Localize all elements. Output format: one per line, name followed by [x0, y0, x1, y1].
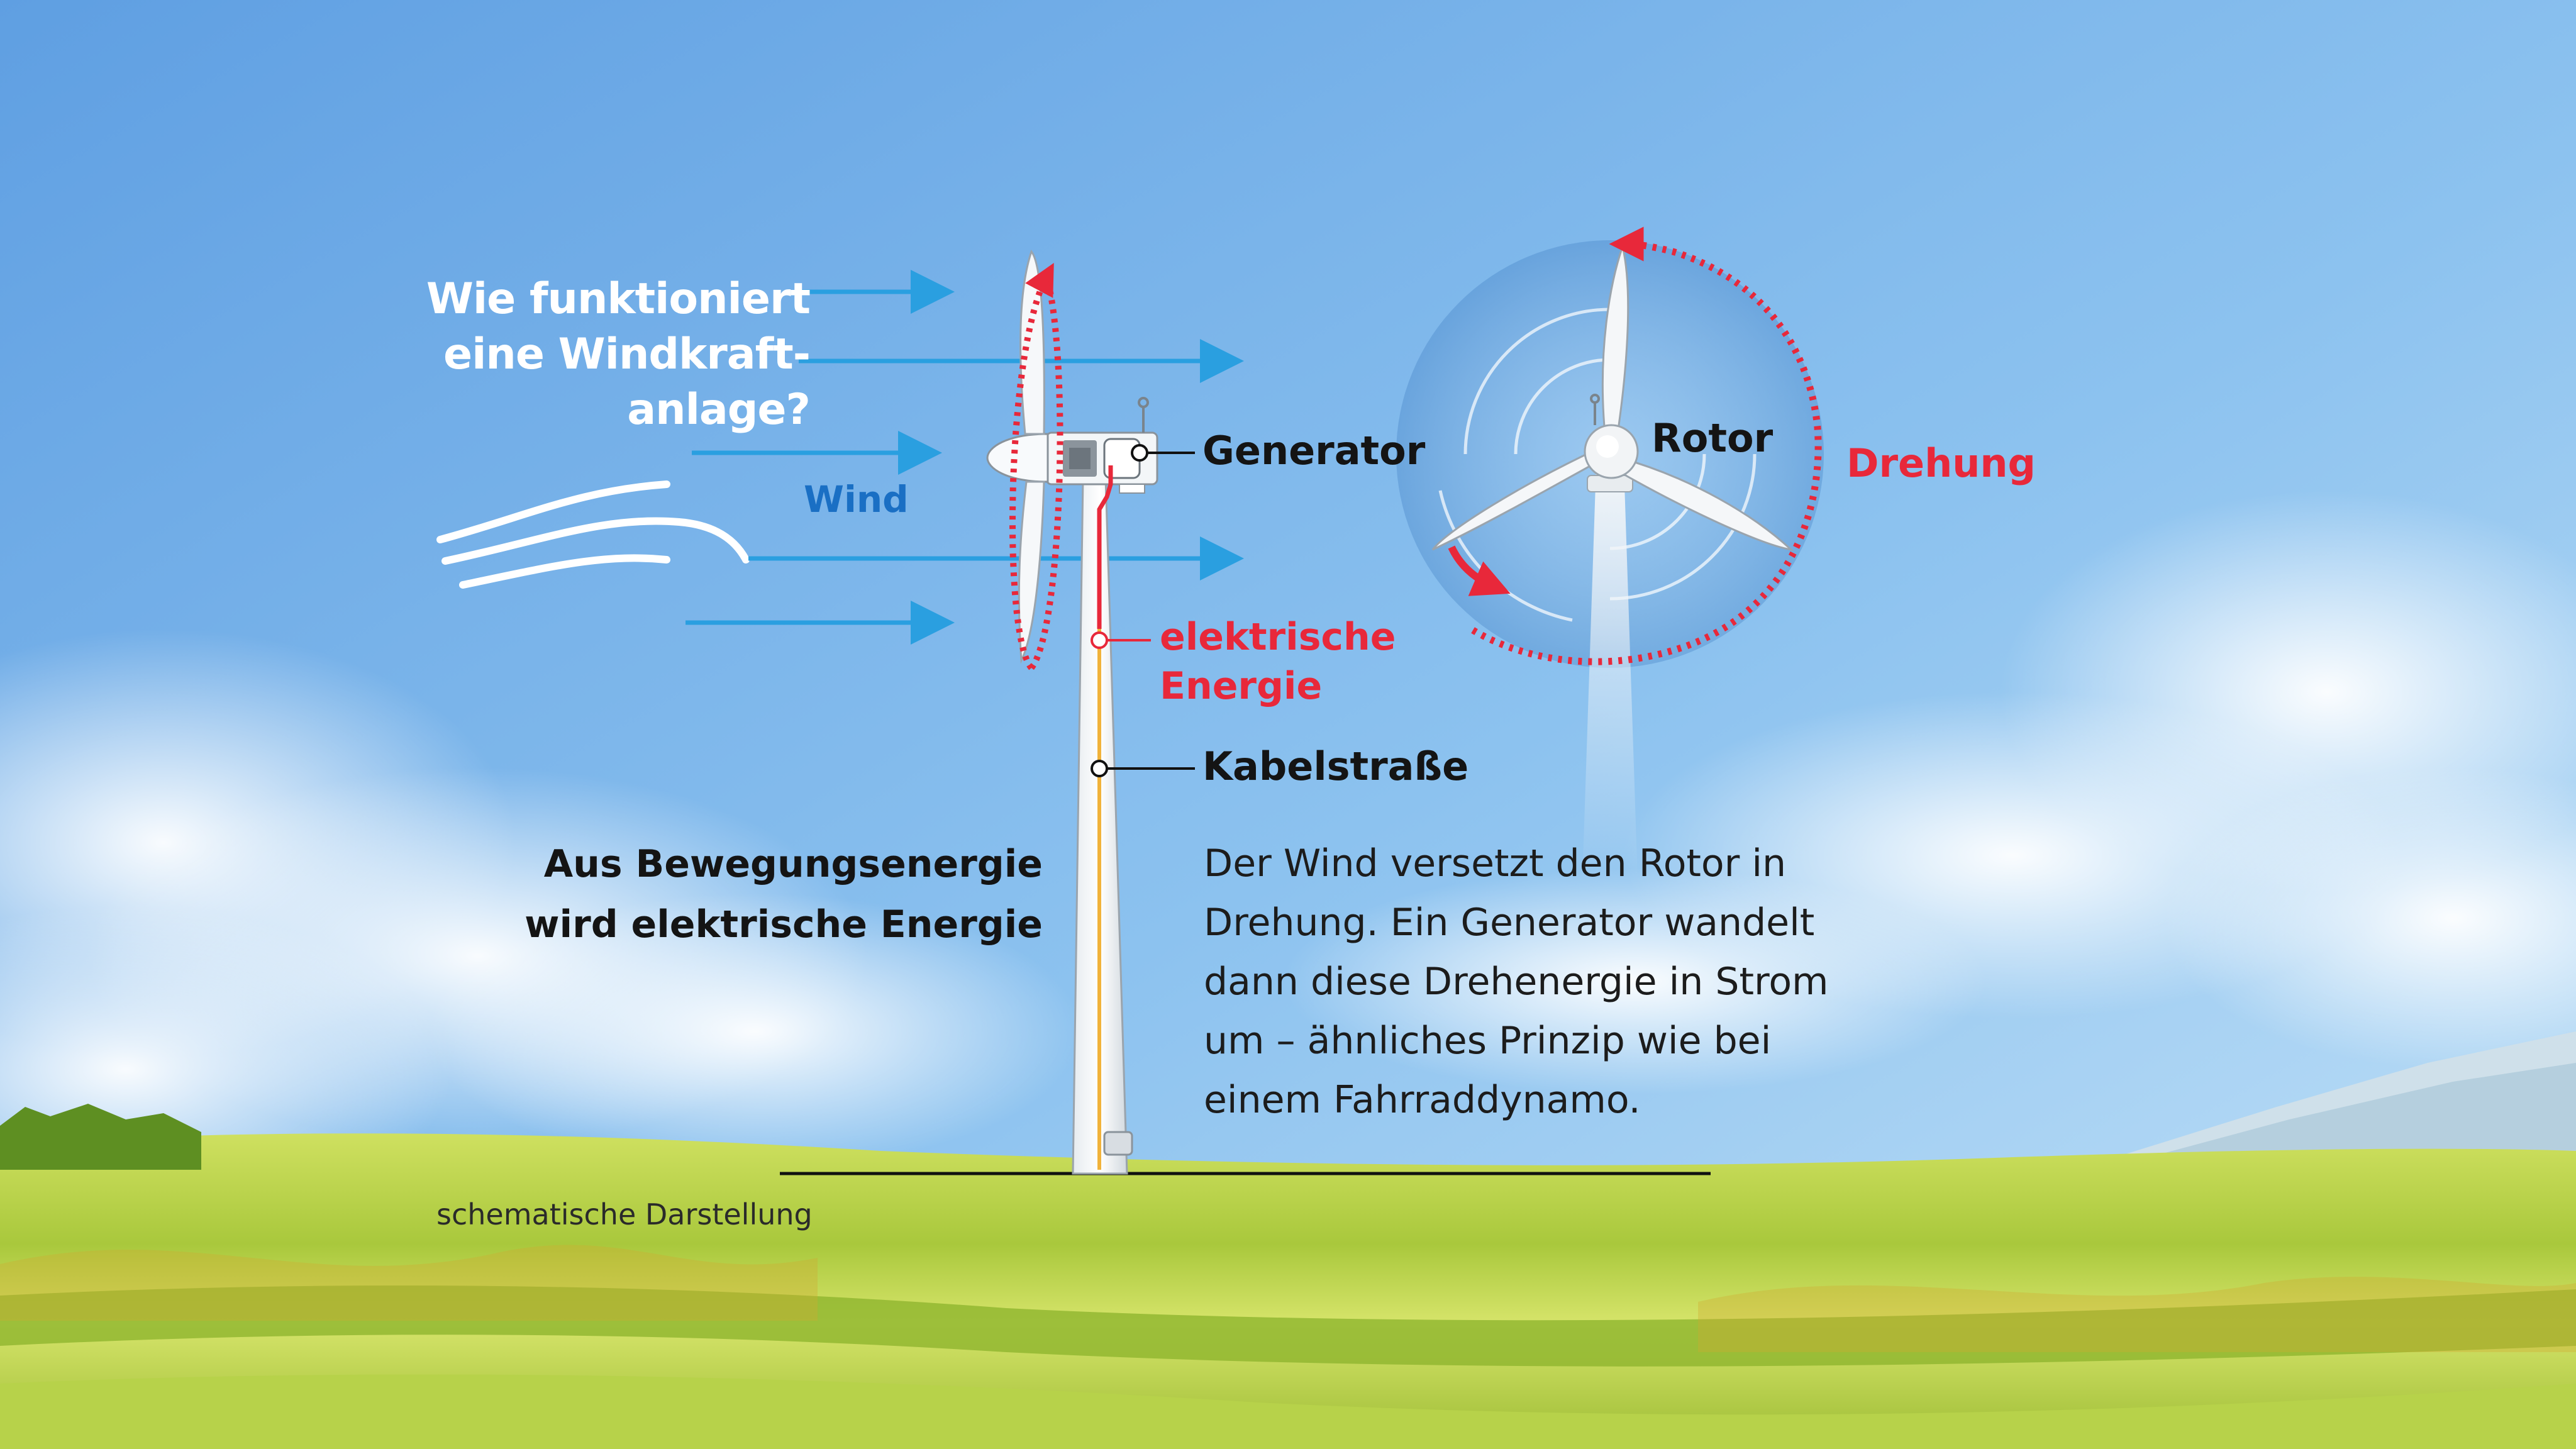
wind-turbine-icon — [986, 249, 1158, 1175]
meadow — [0, 1104, 2576, 1449]
front-blade-left — [1431, 446, 1604, 551]
description: Der Wind versetzt den Rotor in Drehung. … — [1204, 834, 1829, 1130]
small-rotation-arrow-icon — [1448, 545, 1511, 596]
description-line-4: um – ähnliches Prinzip wie bei — [1204, 1019, 1772, 1063]
generator-label: Generator — [1202, 428, 1426, 474]
wind-label: Wind — [804, 478, 909, 521]
page-title: Wie funktioniert eine Windkraft- anlage? — [0, 272, 811, 438]
subtitle-line-2: wird elektrische Energie — [525, 902, 1043, 947]
tower-door — [1103, 1131, 1133, 1156]
subtitle: Aus Bewegungsenergie wird elektrische En… — [0, 834, 1043, 955]
description-line-3: dann diese Drehenergie in Strom — [1204, 960, 1829, 1004]
footnote: schematische Darstellung — [436, 1197, 813, 1231]
power-line — [1097, 465, 1113, 629]
title-line-2: eine Windkraft- — [443, 330, 811, 379]
description-line-1: Der Wind versetzt den Rotor in — [1204, 841, 1787, 886]
drehung-label: Drehung — [1846, 440, 2036, 486]
elektrische-energie-label: elektrische Energie — [1160, 613, 1396, 711]
title-line-1: Wie funktioniert — [426, 274, 811, 324]
clouds — [0, 491, 2576, 1233]
elektrische-line-2: Energie — [1160, 664, 1323, 708]
kabelstrasse-label: Kabelstraße — [1202, 743, 1469, 789]
description-line-5: einem Fahrraddynamo. — [1204, 1078, 1641, 1122]
drehung-arrow-icon — [1471, 226, 1822, 665]
label-pointers — [1091, 444, 1195, 777]
rotation-arrow-icon — [1009, 262, 1054, 670]
front-tower — [1582, 465, 1638, 880]
blade-bottom — [1018, 480, 1045, 664]
subtitle-line-1: Aus Bewegungsenergie — [543, 842, 1043, 886]
wind-arrows — [686, 270, 1244, 645]
rotor-label: Rotor — [1652, 415, 1774, 461]
elektrische-line-1: elektrische — [1160, 615, 1396, 659]
description-line-2: Drehung. Ein Generator wandelt — [1204, 901, 1815, 945]
front-blade-right — [1619, 456, 1794, 552]
hub — [986, 433, 1049, 483]
front-turbine — [1396, 226, 1824, 880]
energy-pointer — [1091, 631, 1151, 649]
wind-gust-icon — [436, 480, 750, 589]
title-line-3: anlage? — [627, 385, 811, 435]
